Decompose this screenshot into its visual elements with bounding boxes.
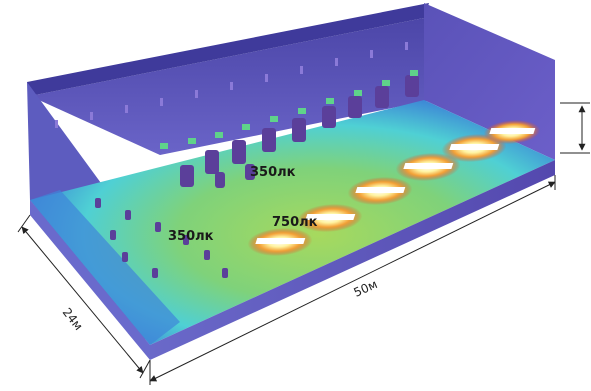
dimension-width-label: 24м (60, 305, 86, 333)
lux-label-left: 350лк (168, 229, 214, 244)
lux-label-workzone: 750лк (272, 215, 318, 230)
dimension-width (17, 214, 151, 379)
back-wall-top (27, 3, 429, 96)
back-wall (30, 18, 555, 155)
wall-ticks (55, 42, 408, 128)
lux-label-upper: 350лк (250, 165, 296, 180)
dimension-length (149, 175, 556, 385)
dimension-height (560, 102, 590, 154)
lamp-markers (160, 70, 418, 149)
